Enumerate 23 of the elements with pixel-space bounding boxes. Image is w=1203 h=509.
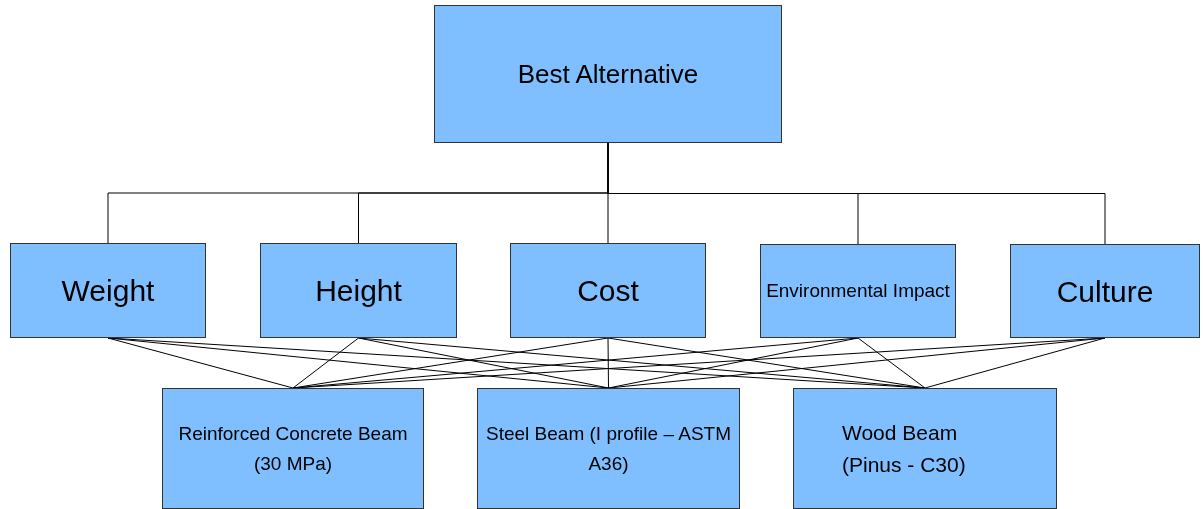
criterion-box — [760, 244, 956, 338]
box-label: Environmental Impact — [766, 279, 950, 303]
box-label: Wood Beam (Pinus - C30) — [842, 419, 967, 478]
criterion-box — [477, 388, 740, 509]
criterion-box — [1010, 244, 1200, 338]
criterion-box — [10, 243, 206, 338]
connector-line — [857, 337, 926, 389]
box-label: Cost — [577, 273, 639, 309]
criterion-box — [510, 243, 706, 338]
box-label: Steel Beam (I profile – ASTM A36) — [486, 421, 731, 476]
box-label: Height — [315, 273, 402, 309]
connector-line — [924, 337, 1106, 389]
box-label: Culture — [1056, 273, 1154, 310]
criterion-box — [162, 388, 424, 509]
criterion-box — [434, 5, 782, 143]
criterion-box — [793, 388, 1057, 509]
connector-line — [607, 142, 1106, 245]
box-label: Weight — [61, 273, 155, 309]
box-label: Best Alternative — [517, 58, 699, 91]
box-label: Reinforced Concrete Beam (30 MPa) — [177, 421, 409, 476]
criterion-box — [260, 243, 457, 338]
connector-line — [292, 337, 359, 389]
connector-line — [607, 337, 609, 389]
